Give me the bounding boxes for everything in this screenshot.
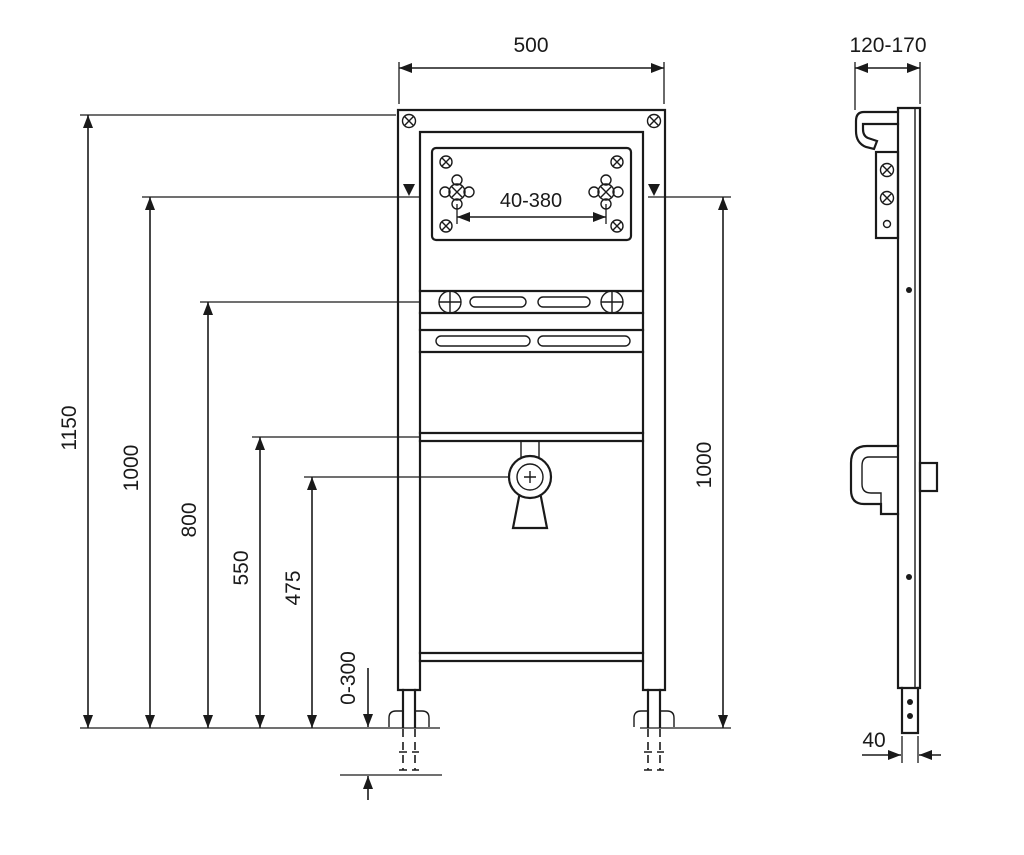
- drain-elbow: [849, 444, 900, 516]
- side-rail-hole-upper: [906, 287, 912, 293]
- dim-foot-adjust: 0-300: [337, 651, 373, 800]
- tap-fixing-left: [439, 174, 475, 210]
- front-view: [388, 108, 675, 771]
- frame-corner-screw-left: [401, 113, 417, 129]
- dim-depth: 120-170: [849, 34, 927, 110]
- side-foot: [900, 686, 920, 735]
- level-marker-right: [648, 184, 660, 196]
- tap-fixing-right: [588, 174, 624, 210]
- dim-label-tap-height: 1000: [120, 445, 143, 492]
- dim-height-1000-right: 1000: [648, 196, 731, 728]
- fixing-rail-lower: [418, 328, 645, 354]
- side-rail-hole-lower: [906, 574, 912, 580]
- foot-left: [388, 688, 430, 771]
- rail-bolt-right: [600, 290, 624, 314]
- dim-label-foot-adjust: 0-300: [337, 651, 360, 705]
- dim-label-crossbar-height: 550: [230, 550, 253, 585]
- side-rail: [896, 106, 922, 690]
- drain-elbow-inner: [861, 456, 898, 503]
- dim-label-width: 500: [513, 34, 548, 57]
- dim-height-550: 550: [230, 436, 420, 728]
- dim-height-1000-left: 1000: [120, 196, 420, 728]
- dim-tap-spacing: 40-380: [456, 190, 607, 224]
- plate-bolt-top-left: [439, 155, 453, 169]
- dim-label-total-height: 1150: [58, 405, 81, 450]
- tap-mounting-plate: [430, 146, 633, 242]
- drain-fitting: [507, 441, 553, 530]
- side-view: [849, 106, 939, 735]
- dimensions: 500 120-170 40-380 1150 1000: [58, 34, 941, 800]
- crossbar-mid: [418, 431, 645, 443]
- fixing-rail-upper: [418, 289, 645, 315]
- plate-bolt-bottom-right: [610, 219, 624, 233]
- dim-height-475: 475: [282, 476, 508, 728]
- dim-label-tap-spacing: 40-380: [500, 190, 562, 212]
- dim-label-depth: 120-170: [849, 34, 926, 57]
- dim-height-800: 800: [178, 301, 420, 728]
- side-mounting-plate: [874, 150, 900, 240]
- dim-label-drain-height: 475: [282, 570, 305, 605]
- foot-right: [633, 688, 675, 771]
- frame-corner-screw-right: [646, 113, 662, 129]
- dim-label-right-height: 1000: [693, 442, 716, 489]
- dim-total-height: 1150: [58, 114, 396, 728]
- drain-stub: [918, 461, 939, 493]
- wall-bracket: [854, 110, 900, 151]
- plate-bolt-bottom-left: [439, 219, 453, 233]
- dim-foot-width: 40: [862, 729, 941, 763]
- dim-label-foot-width: 40: [862, 729, 885, 752]
- frame-outline: [396, 108, 667, 692]
- plate-bolt-top-right: [610, 155, 624, 169]
- crossbar-lower: [418, 651, 645, 663]
- dim-width: 500: [398, 34, 665, 104]
- level-marker-left: [403, 184, 415, 196]
- rail-bolt-left: [438, 290, 462, 314]
- dim-label-rail-height: 800: [178, 502, 201, 537]
